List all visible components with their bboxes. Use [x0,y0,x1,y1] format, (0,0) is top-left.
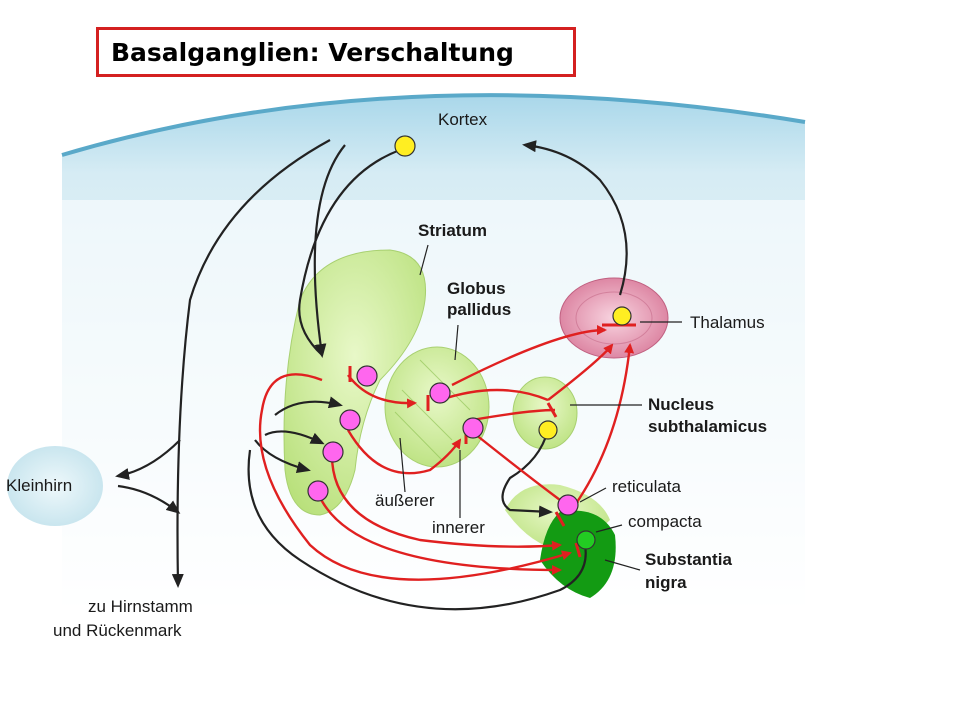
label-aeusserer: äußerer [375,491,435,510]
label-reticulata: reticulata [612,477,682,496]
black-pathways [115,139,628,611]
striatal-neuron-2 [339,409,361,431]
label-thalamus: Thalamus [690,313,765,332]
compacta-neuron [576,530,596,550]
reticulata-neuron [557,494,579,516]
pallidus-neuron-outer [429,382,451,404]
cortex-neuron [394,135,416,157]
label-innerer: innerer [432,518,485,537]
label-compacta: compacta [628,512,702,531]
label-leaders [399,244,682,571]
pallidus-neuron-inner [462,417,484,439]
label-kortex: Kortex [438,110,488,129]
label-striatum: Striatum [418,221,487,240]
striatal-neuron-1 [356,365,378,387]
label-substantia-1: Substantia [645,550,732,569]
label-kleinhirn: Kleinhirn [6,476,72,495]
subthalamic-neuron [538,420,558,440]
slide-title: Basalganglien: Verschaltung [111,38,514,67]
striatal-neuron-3 [322,441,344,463]
striatal-neuron-4 [307,480,329,502]
label-nucleus-2: subthalamicus [648,417,767,436]
neurons [307,135,632,550]
label-substantia-2: nigra [645,573,687,592]
label-nucleus-1: Nucleus [648,395,714,414]
cortex-edge [61,93,806,157]
label-globus-2: pallidus [447,300,511,319]
label-hirnstamm-2: und Rückenmark [53,621,182,640]
globus-pallidus-region [384,346,490,468]
label-globus-1: Globus [447,279,506,298]
label-hirnstamm-1: zu Hirnstamm [88,597,193,616]
thalamus-neuron [612,306,632,326]
title-box: Basalganglien: Verschaltung [96,27,576,77]
kleinhirn-region [7,446,103,526]
